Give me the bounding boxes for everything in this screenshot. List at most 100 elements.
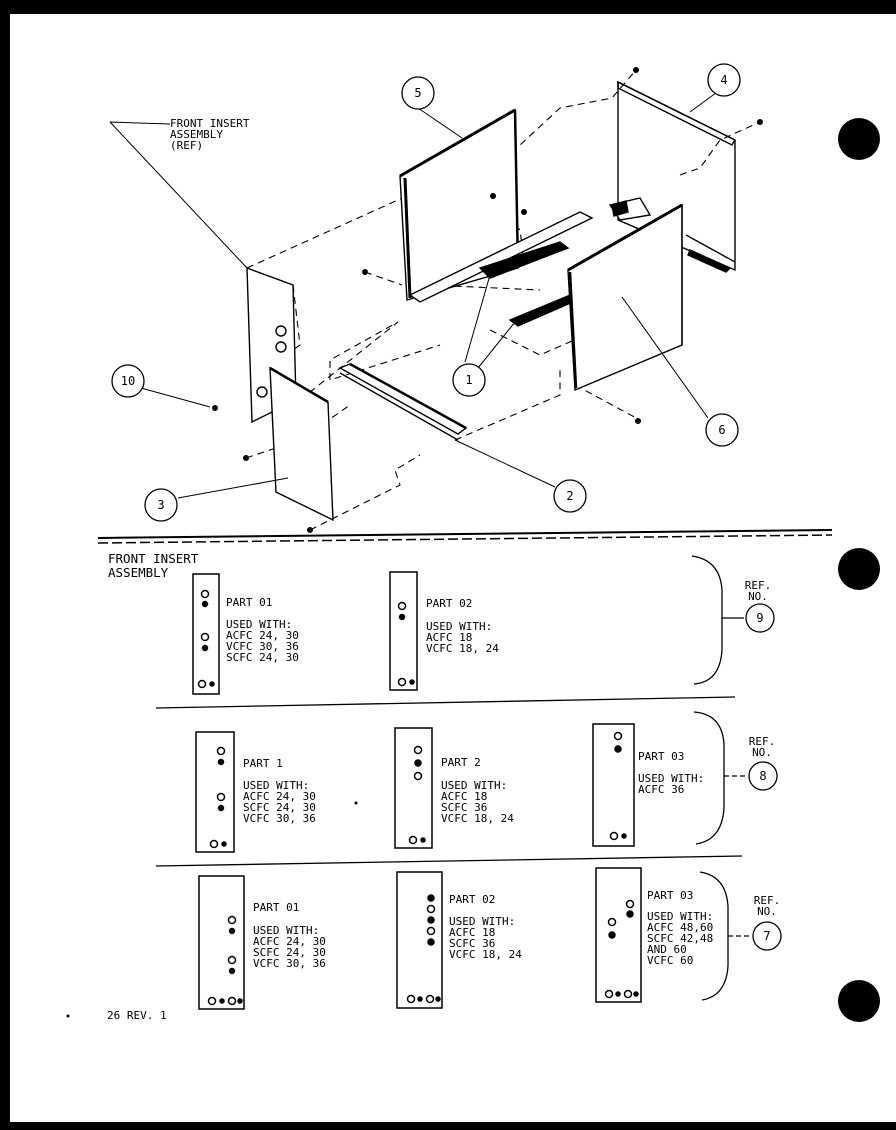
callout-10: 10 bbox=[111, 364, 145, 398]
svg-text:9: 9 bbox=[756, 611, 763, 625]
svg-text:USED WITH:: USED WITH: bbox=[253, 924, 319, 937]
ref-no-label-row1: REF. NO. bbox=[745, 579, 772, 603]
part-5-panel bbox=[399, 108, 520, 301]
callout-1: 1 bbox=[452, 363, 486, 397]
row-3: PART 01 USED WITH: ACFC 24, 30 SCFC 24, … bbox=[198, 867, 782, 1010]
row1-part02-plate bbox=[389, 571, 418, 691]
svg-text:USED WITH:: USED WITH: bbox=[647, 910, 713, 923]
svg-text:USED WITH:: USED WITH: bbox=[243, 779, 309, 792]
svg-text:FRONT INSERT: FRONT INSERT bbox=[170, 117, 250, 130]
svg-text:NO.: NO. bbox=[757, 905, 777, 918]
callout-4: 4 bbox=[707, 63, 741, 97]
screws bbox=[212, 67, 763, 533]
svg-text:SCFC 24, 30: SCFC 24, 30 bbox=[226, 651, 299, 664]
svg-text:REF.: REF. bbox=[745, 579, 772, 592]
callout-7: 7 bbox=[752, 921, 782, 951]
row3-part01-text: PART 01 USED WITH: ACFC 24, 30 SCFC 24, … bbox=[253, 901, 326, 970]
svg-text:ASSEMBLY: ASSEMBLY bbox=[170, 128, 223, 141]
svg-text:NO.: NO. bbox=[752, 746, 772, 759]
row3-part02-plate bbox=[396, 871, 443, 1009]
footer-dot bbox=[66, 1014, 70, 1018]
svg-text:VCFC 18, 24: VCFC 18, 24 bbox=[426, 642, 499, 655]
svg-text:VCFC 30, 36: VCFC 30, 36 bbox=[243, 812, 316, 825]
binder-hole-bottom bbox=[838, 980, 880, 1022]
svg-text:PART 02: PART 02 bbox=[449, 893, 495, 906]
callout-2: 2 bbox=[553, 479, 587, 513]
section-title: FRONT INSERT ASSEMBLY bbox=[108, 551, 199, 580]
callouts: 5 4 10 1 6 2 3 bbox=[111, 63, 741, 522]
svg-text:(REF): (REF) bbox=[170, 139, 203, 152]
svg-text:ACFC 48,60: ACFC 48,60 bbox=[647, 921, 713, 934]
svg-text:ACFC 18: ACFC 18 bbox=[426, 631, 472, 644]
row-2: PART 1 USED WITH: ACFC 24, 30 SCFC 24, 3… bbox=[195, 711, 778, 853]
svg-text:PART 03: PART 03 bbox=[638, 750, 684, 763]
svg-text:ACFC 24, 30: ACFC 24, 30 bbox=[243, 790, 316, 803]
svg-text:ACFC 36: ACFC 36 bbox=[638, 783, 684, 796]
row1-part01-text: PART 01 USED WITH: ACFC 24, 30 VCFC 30, … bbox=[226, 596, 299, 664]
ref-no-label-row2: REF. NO. bbox=[749, 735, 776, 759]
svg-text:PART 01: PART 01 bbox=[253, 901, 299, 914]
svg-text:USED WITH:: USED WITH: bbox=[426, 620, 492, 633]
svg-text:VCFC 30, 36: VCFC 30, 36 bbox=[226, 640, 299, 653]
row2-part1-text: PART 1 USED WITH: ACFC 24, 30 SCFC 24, 3… bbox=[243, 757, 316, 825]
svg-text:ACFC 18: ACFC 18 bbox=[449, 926, 495, 939]
row1-bracket bbox=[691, 555, 723, 685]
svg-text:10: 10 bbox=[121, 374, 135, 388]
row3-part03-text: PART 03 USED WITH: ACFC 48,60 SCFC 42,48… bbox=[647, 889, 713, 967]
row-divider-1 bbox=[155, 696, 736, 709]
svg-text:USED WITH:: USED WITH: bbox=[638, 772, 704, 785]
svg-text:PART 01: PART 01 bbox=[226, 596, 272, 609]
row2-part03-plate bbox=[592, 723, 635, 847]
svg-text:VCFC 18, 24: VCFC 18, 24 bbox=[441, 812, 514, 825]
row2-part03-text: PART 03 USED WITH: ACFC 36 bbox=[638, 750, 704, 796]
svg-text:2: 2 bbox=[566, 489, 573, 503]
part-2-rail bbox=[338, 362, 468, 441]
callout-9: 9 bbox=[745, 603, 775, 633]
svg-text:AND 60: AND 60 bbox=[647, 943, 687, 956]
svg-text:VCFC 18, 24: VCFC 18, 24 bbox=[449, 948, 522, 961]
svg-text:ACFC 18: ACFC 18 bbox=[441, 790, 487, 803]
callout-5: 5 bbox=[401, 76, 435, 110]
row1-part02-text: PART 02 USED WITH: ACFC 18 VCFC 18, 24 bbox=[426, 597, 499, 655]
svg-text:PART 02: PART 02 bbox=[426, 597, 472, 610]
svg-text:FRONT INSERT: FRONT INSERT bbox=[108, 551, 199, 566]
row2-part2-text: PART 2 USED WITH: ACFC 18 SCFC 36 VCFC 1… bbox=[441, 756, 514, 825]
row2-part1-plate bbox=[195, 731, 235, 853]
svg-text:SCFC 36: SCFC 36 bbox=[449, 937, 495, 950]
svg-text:1: 1 bbox=[465, 373, 472, 387]
svg-text:SCFC 36: SCFC 36 bbox=[441, 801, 487, 814]
row3-part03-plate bbox=[595, 867, 642, 1003]
part-4-panel bbox=[608, 80, 736, 273]
svg-text:USED WITH:: USED WITH: bbox=[441, 779, 507, 792]
svg-text:SCFC 24, 30: SCFC 24, 30 bbox=[243, 801, 316, 814]
svg-text:ACFC 24, 30: ACFC 24, 30 bbox=[253, 935, 326, 948]
svg-text:5: 5 bbox=[414, 86, 421, 100]
front-insert-ref-label: FRONT INSERT ASSEMBLY (REF) bbox=[170, 117, 250, 152]
svg-text:SCFC 24, 30: SCFC 24, 30 bbox=[253, 946, 326, 959]
svg-text:PART 03: PART 03 bbox=[647, 889, 693, 902]
svg-text:6: 6 bbox=[718, 423, 725, 437]
part-3-panel bbox=[269, 366, 334, 522]
row2-part2-plate bbox=[394, 727, 433, 849]
svg-text:SCFC 42,48: SCFC 42,48 bbox=[647, 932, 713, 945]
svg-text:NO.: NO. bbox=[748, 590, 768, 603]
binder-hole-top bbox=[838, 118, 880, 160]
svg-text:REF.: REF. bbox=[754, 894, 781, 907]
page-footer: 26 REV. 1 bbox=[107, 1009, 167, 1022]
exploded-view bbox=[109, 67, 763, 533]
svg-text:ASSEMBLY: ASSEMBLY bbox=[108, 565, 169, 580]
row-divider-2 bbox=[155, 855, 743, 867]
svg-text:PART 2: PART 2 bbox=[441, 756, 481, 769]
part-6-panel bbox=[567, 203, 683, 392]
svg-text:PART 1: PART 1 bbox=[243, 757, 283, 770]
row3-part02-text: PART 02 USED WITH: ACFC 18 SCFC 36 VCFC … bbox=[449, 893, 522, 961]
svg-text:VCFC 30, 36: VCFC 30, 36 bbox=[253, 957, 326, 970]
callout-8: 8 bbox=[748, 761, 778, 791]
callout-3: 3 bbox=[144, 488, 178, 522]
binder-hole-middle bbox=[838, 548, 880, 590]
part-1-brackets bbox=[408, 211, 594, 327]
svg-text:USED WITH:: USED WITH: bbox=[226, 618, 292, 631]
svg-text:VCFC 60: VCFC 60 bbox=[647, 954, 693, 967]
svg-text:USED WITH:: USED WITH: bbox=[449, 915, 515, 928]
